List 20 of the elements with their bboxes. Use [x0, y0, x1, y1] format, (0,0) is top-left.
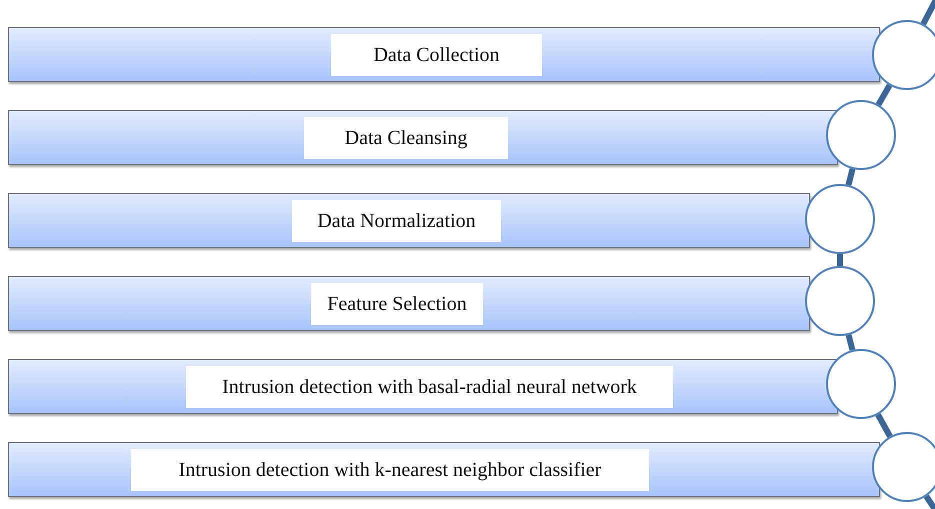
circle-marker [872, 20, 935, 90]
process-bar [8, 359, 838, 414]
step-label: Feature Selection [311, 283, 483, 325]
connector-line [846, 334, 856, 351]
circle-marker [872, 432, 935, 502]
process-bar [8, 27, 880, 82]
step-label: Intrusion detection with k-nearest neighbor classifier [131, 449, 649, 491]
connector-line [875, 413, 893, 438]
connector-line [846, 168, 856, 186]
connector-line [876, 84, 892, 106]
connector-line [924, 494, 935, 509]
step-label: Intrusion detection with basal-radial neural network [186, 366, 673, 408]
process-bar [8, 276, 810, 331]
connector-line [837, 254, 843, 266]
process-bar [8, 193, 810, 248]
process-bar [8, 442, 880, 497]
step-label: Data Normalization [292, 200, 501, 242]
process-bar [8, 110, 838, 165]
step-label: Data Cleansing [304, 117, 508, 159]
step-label: Data Collection [331, 34, 542, 76]
